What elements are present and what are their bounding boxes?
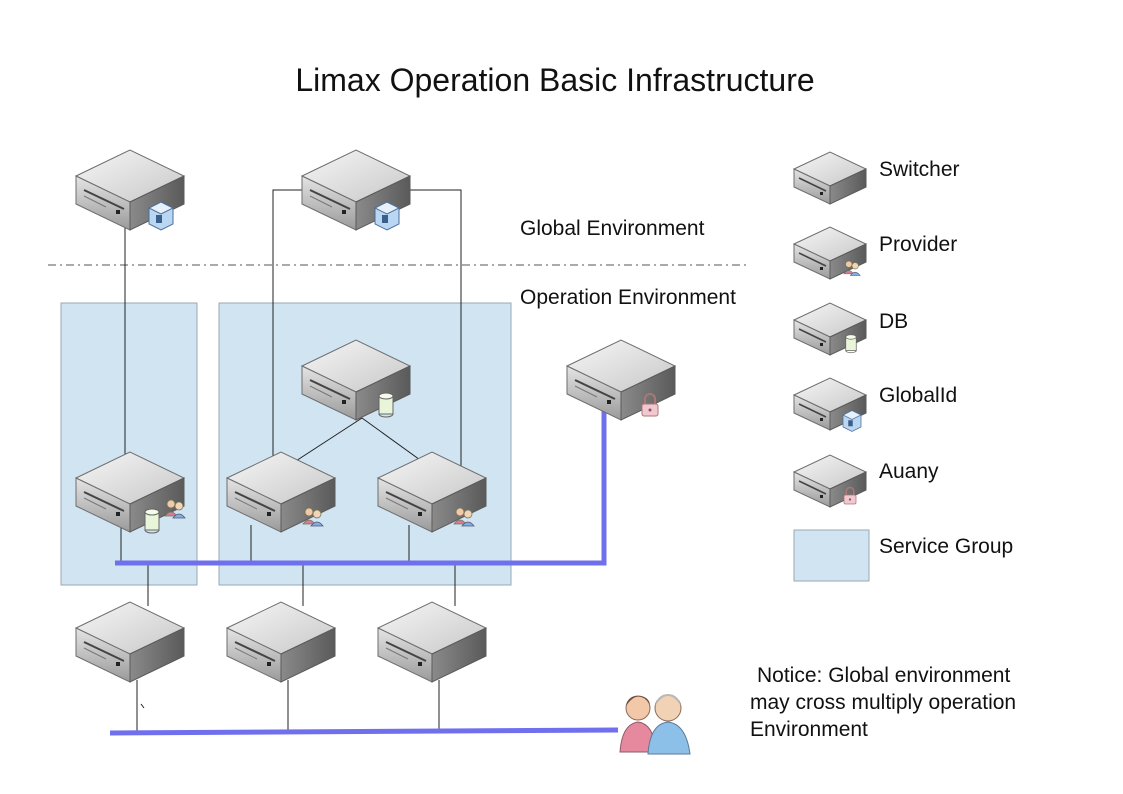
notice-line-1: Notice: Global environment — [757, 664, 1011, 687]
switcher-server-2 — [226, 601, 336, 683]
legend-auany-icon — [793, 454, 867, 508]
legend-label-switcher: Switcher — [879, 158, 960, 181]
diagram-title: Limax Operation Basic Infrastructure — [295, 62, 815, 98]
legend-label-service-group: Service Group — [879, 535, 1014, 558]
clients-icon — [619, 694, 691, 755]
legend-globalid-icon — [793, 377, 867, 432]
legend-label-globalid: GlobalId — [879, 384, 958, 407]
client-network-bus — [109, 727, 619, 736]
legend-provider-icon — [793, 226, 867, 280]
legend-label-provider: Provider — [879, 233, 958, 256]
notice-line-2: may cross multiply operation — [750, 691, 1017, 714]
notice-text: Notice: Global environment may cross mul… — [750, 662, 1080, 743]
operation-environment-label: Operation Environment — [520, 286, 736, 309]
legend-service-group-swatch — [793, 529, 870, 582]
legend-switcher-icon — [793, 151, 867, 205]
switcher-server-3 — [377, 601, 487, 683]
globalid-server-2 — [301, 149, 411, 231]
operation-network-bus — [115, 410, 607, 566]
switcher-server-1 — [75, 601, 185, 683]
globalid-server-1 — [75, 149, 185, 231]
global-environment-label: Global Environment — [520, 217, 705, 240]
legend-db-icon — [793, 302, 867, 356]
legend-label-db: DB — [879, 310, 909, 333]
notice-line-3: Environment — [750, 718, 868, 741]
legend-label-auany: Auany — [879, 460, 939, 483]
service-group-box-1 — [60, 302, 198, 586]
auany-server — [566, 339, 676, 421]
